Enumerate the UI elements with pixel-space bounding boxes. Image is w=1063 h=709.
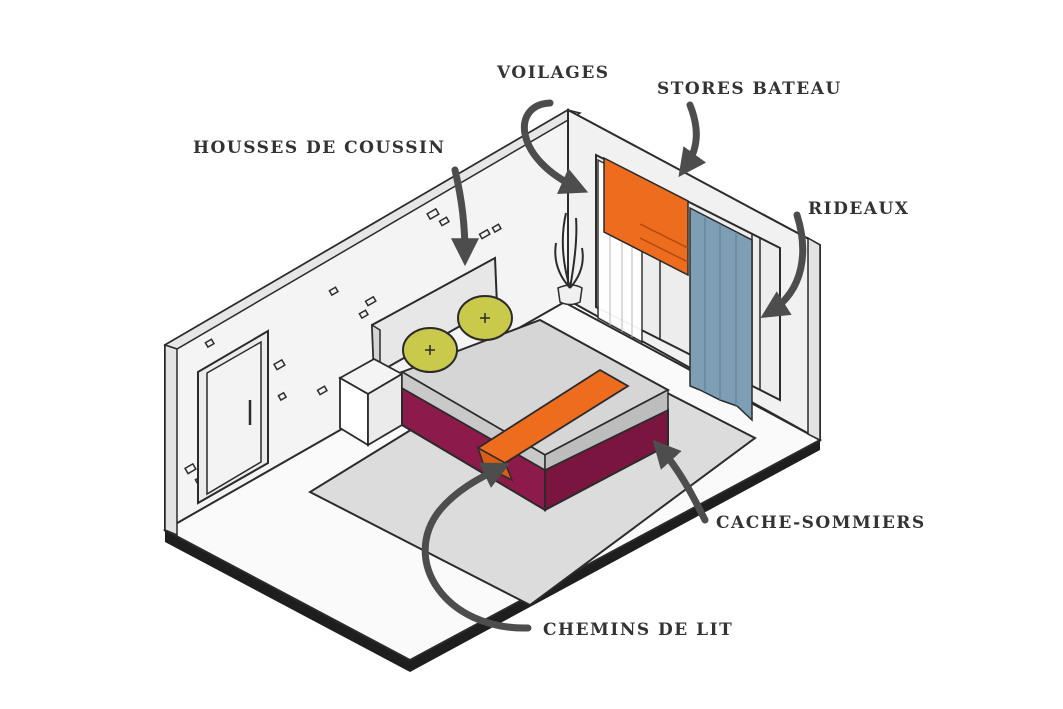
label-rideaux: RIDEAUX: [808, 199, 910, 219]
pillows: [402, 295, 513, 373]
arrow-rideaux: [760, 211, 807, 318]
arrows: [421, 99, 807, 632]
label-cache-sommiers: CACHE-SOMMIERS: [716, 513, 926, 533]
label-housses-de-coussin: HOUSSES DE COUSSIN: [193, 138, 446, 158]
arrow-housses: [450, 166, 479, 267]
roman-blind: [603, 156, 689, 277]
left-wall-front-edge: [164, 343, 178, 537]
label-stores-bateau: STORES BATEAU: [657, 79, 842, 99]
label-chemins-de-lit: CHEMINS DE LIT: [543, 620, 734, 640]
nightstand: [338, 357, 404, 447]
plant: [554, 212, 584, 306]
arrow-chemins: [421, 462, 532, 632]
arrow-stores-bateau: [678, 101, 707, 178]
label-voilages: VOILAGES: [497, 63, 610, 83]
arrow-cache-sommiers: [652, 439, 709, 524]
right-wall-side-edge: [807, 236, 821, 442]
mattress: [399, 318, 671, 472]
curtain: [689, 206, 753, 422]
arrow-voilages: [521, 99, 589, 194]
brick-marks: [184, 207, 502, 486]
door: [197, 329, 269, 505]
